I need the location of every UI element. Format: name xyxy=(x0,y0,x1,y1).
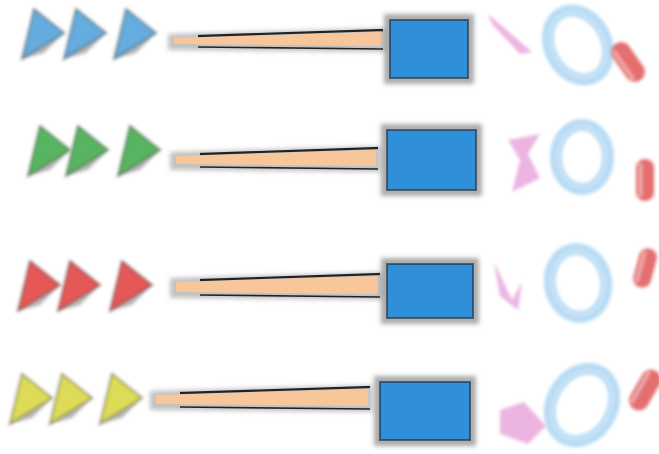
prism-face xyxy=(10,374,52,424)
rod-edge-bottom xyxy=(179,406,371,410)
prism-edge xyxy=(16,259,62,314)
ring-green xyxy=(550,119,614,195)
prism-green-2 xyxy=(64,124,110,179)
wedge-blue xyxy=(488,14,532,54)
prism-face xyxy=(66,126,108,176)
prism-blue-2 xyxy=(62,7,108,62)
prism-face xyxy=(110,261,152,311)
prism-edge xyxy=(26,124,72,179)
ring-hatch xyxy=(550,250,606,316)
prism-edge xyxy=(8,372,54,427)
rod-green xyxy=(170,146,380,172)
ring-blue xyxy=(542,4,614,86)
prism-face xyxy=(28,126,70,176)
cube-body xyxy=(389,19,469,79)
prism-blue-1 xyxy=(20,7,66,62)
prism-green-3 xyxy=(116,124,162,179)
prism-red-2 xyxy=(56,259,102,314)
wedge-shape xyxy=(488,14,532,54)
prism-face xyxy=(22,9,64,59)
ring-outer xyxy=(550,119,614,195)
capsule-green xyxy=(636,159,654,201)
prism-face xyxy=(18,261,60,311)
prism-edge xyxy=(56,259,102,314)
rod-edge-top xyxy=(199,146,379,156)
prism-edge xyxy=(108,259,154,314)
ring-outer xyxy=(543,362,621,448)
rod-edge-top xyxy=(199,272,381,282)
ring-outer xyxy=(543,243,613,323)
prism-blue-3 xyxy=(112,7,158,62)
wedge-shape xyxy=(508,134,540,192)
capsule-yellow xyxy=(629,369,659,411)
wedge-yellow xyxy=(500,402,546,444)
rod-edge-top xyxy=(197,28,384,38)
ring-hatch xyxy=(549,11,607,79)
prism-green-1 xyxy=(26,124,72,179)
rod-edge-bottom xyxy=(197,46,384,50)
prism-yellow-1 xyxy=(8,372,54,427)
prism-face xyxy=(64,9,106,59)
row-red xyxy=(16,243,657,324)
prism-edge xyxy=(20,7,66,62)
prism-edge xyxy=(98,372,144,427)
rod-yellow xyxy=(150,385,372,412)
capsule-body xyxy=(636,159,654,201)
cube-green xyxy=(381,124,482,196)
capsule-body xyxy=(629,369,659,411)
prism-edge xyxy=(112,7,158,62)
prism-face xyxy=(100,374,142,424)
cube-blue xyxy=(384,14,474,84)
prism-yellow-2 xyxy=(48,372,94,427)
capsule-body xyxy=(611,42,645,82)
prism-edge xyxy=(62,7,108,62)
ring-yellow xyxy=(543,362,621,448)
rod-blue xyxy=(168,28,385,52)
rod-edge-top xyxy=(179,385,371,395)
ring-red xyxy=(543,243,613,323)
prism-face xyxy=(58,261,100,311)
row-blue xyxy=(20,4,645,86)
capsule-highlight xyxy=(635,251,646,283)
prism-face xyxy=(114,9,156,59)
prism-face xyxy=(50,374,92,424)
cube-yellow xyxy=(374,376,476,446)
row-green xyxy=(26,119,654,201)
capsule-blue xyxy=(611,42,645,82)
wedge-shape xyxy=(500,402,546,444)
prism-edge xyxy=(48,372,94,427)
ring-hatch xyxy=(557,126,607,188)
rod-body xyxy=(174,32,381,46)
ring-outer xyxy=(542,4,614,86)
rod-red xyxy=(170,272,382,300)
prism-red-1 xyxy=(16,259,62,314)
rod-edge-bottom xyxy=(199,294,381,298)
prism-face xyxy=(118,126,160,176)
cube-body xyxy=(379,381,471,441)
cube-body xyxy=(386,263,474,319)
capsule-highlight xyxy=(612,50,635,81)
row-yellow xyxy=(8,362,659,448)
capsule-highlight xyxy=(639,163,642,197)
rod-body xyxy=(156,389,368,406)
wedge-red xyxy=(494,262,522,310)
capsule-highlight xyxy=(630,371,650,404)
capsule-red xyxy=(633,248,657,288)
cube-red xyxy=(381,258,479,324)
prism-edge xyxy=(116,124,162,179)
prism-edge xyxy=(64,124,110,179)
rod-edge-bottom xyxy=(199,166,379,170)
prism-red-3 xyxy=(108,259,154,314)
prism-yellow-3 xyxy=(98,372,144,427)
ring-hatch xyxy=(550,369,614,441)
wedge-green xyxy=(508,134,540,192)
rod-body xyxy=(176,150,376,166)
wedge-shape xyxy=(494,262,522,310)
cube-body xyxy=(386,129,477,191)
rod-body xyxy=(176,276,378,294)
